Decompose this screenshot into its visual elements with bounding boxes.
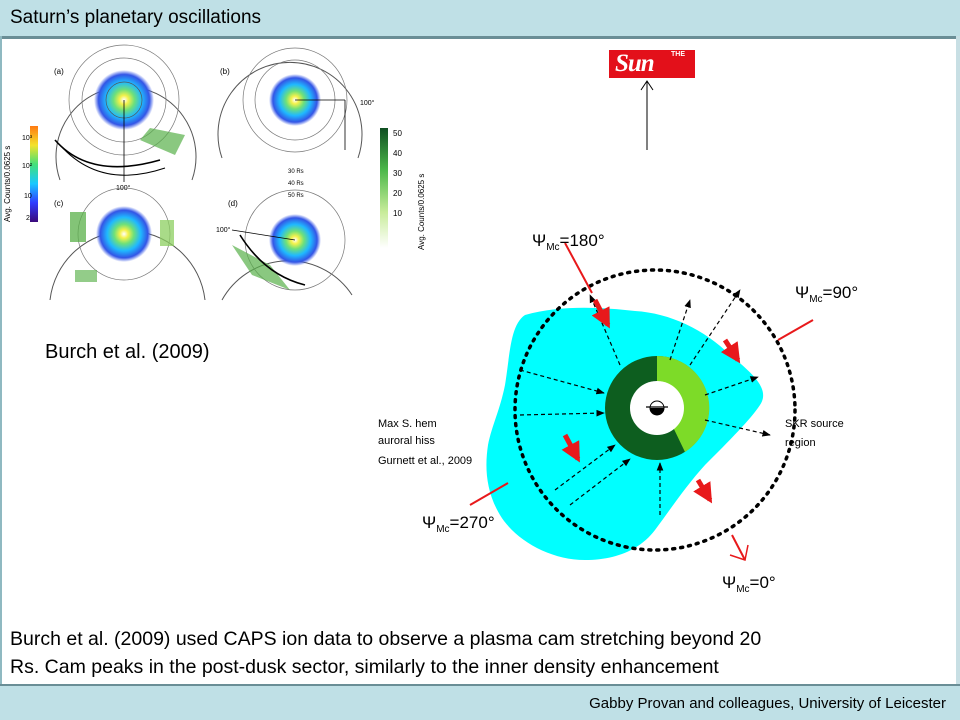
polar-panel-c: (c) xyxy=(49,187,206,301)
colorbar-left-tick: 10³ xyxy=(22,135,33,142)
colorbar-right-tick: 10 xyxy=(393,209,402,218)
radius-label: 30 Rs xyxy=(288,169,304,175)
colorbar-left-tick: 10 xyxy=(24,193,32,200)
psi-0-label: ΨMc=0° xyxy=(722,573,776,595)
svg-text:SKR source: SKR source xyxy=(785,418,844,430)
colorbar-right-tick: 40 xyxy=(393,149,402,158)
panel-label: (d) xyxy=(228,199,238,208)
colorbar-right: 50 40 30 20 10 Avg. Counts/0.0625 s xyxy=(380,128,426,250)
footer-credit: Gabby Provan and colleagues, University … xyxy=(589,695,946,712)
svg-text:Max S. hem: Max S. hem xyxy=(378,418,437,430)
radius-label: 40 Rs xyxy=(288,181,304,187)
caption-line-2: Rs. Cam peaks in the post-dusk sector, s… xyxy=(10,656,719,678)
red-flow-arrows xyxy=(561,298,741,504)
svg-text:Gurnett et al., 2009: Gurnett et al., 2009 xyxy=(378,455,472,467)
sun-logo-the: THE xyxy=(671,51,685,58)
sun-logo-wordmark: Sun xyxy=(615,50,655,77)
panel-label: (c) xyxy=(54,199,64,208)
psi-180-label: ΨMc=180° xyxy=(532,231,605,253)
title-bar: Saturn’s planetary oscillations xyxy=(0,0,960,36)
sun-newspaper-logo: Sun THE xyxy=(609,50,695,78)
dotted-orbit-circle xyxy=(513,268,797,552)
plasma-cam-schematic: ΨMc=180° ΨMc=90° ΨMc=270° ΨMc=0° Max S. … xyxy=(378,231,858,595)
max-hiss-annotation: Max S. hem auroral hiss Gurnett et al., … xyxy=(378,418,472,467)
svg-text:region: region xyxy=(785,437,816,449)
red-marker-lines xyxy=(469,242,814,561)
colorbar-left-tick: 10² xyxy=(22,163,33,170)
polar-panel-b: (b) 100° 30 Rs 40 Rs 50 Rs xyxy=(217,47,375,199)
polar-panel-a: (a) 100° xyxy=(54,44,197,192)
colorbar-left: Avg. Counts/0.0625 s 10³ 10² 10 2 xyxy=(3,126,38,222)
colorbar-right-tick: 20 xyxy=(393,189,402,198)
caption-line-1: Burch et al. (2009) used CAPS ion data t… xyxy=(10,628,762,650)
colorbar-left-tick: 2 xyxy=(26,215,30,222)
radius-label: 50 Rs xyxy=(288,193,304,199)
slide-caption: Burch et al. (2009) used CAPS ion data t… xyxy=(10,625,940,681)
colorbar-right-tick: 30 xyxy=(393,169,402,178)
footer-bar: Gabby Provan and colleagues, University … xyxy=(0,686,960,720)
skr-source-annotation: SKR source region xyxy=(785,418,844,449)
footer-divider xyxy=(0,684,960,687)
panel-label: (a) xyxy=(54,67,64,76)
colorbar-right-label: Avg. Counts/0.0625 s xyxy=(417,174,426,250)
slide-title: Saturn’s planetary oscillations xyxy=(10,7,262,28)
psi-270-label: ΨMc=270° xyxy=(422,513,495,535)
right-frame-border xyxy=(956,36,960,686)
polar-panel-d: (d) 100° xyxy=(216,189,353,301)
colorbar-left-label: Avg. Counts/0.0625 s xyxy=(3,146,12,222)
svg-text:auroral hiss: auroral hiss xyxy=(378,435,435,447)
inward-flow-arrows xyxy=(519,369,664,515)
psi-90-label: ΨMc=90° xyxy=(795,283,858,305)
angle-label: 100° xyxy=(360,99,375,107)
panel-label: (b) xyxy=(220,67,230,76)
angle-label: 100° xyxy=(216,226,231,234)
title-divider xyxy=(0,36,960,39)
logo-pointer-arrow xyxy=(640,80,654,150)
colorbar-right-tick: 50 xyxy=(393,129,402,138)
burch-polar-maps-figure: Avg. Counts/0.0625 s 10³ 10² 10 2 (a) 10… xyxy=(3,44,426,301)
figure-citation: Burch et al. (2009) xyxy=(45,341,210,363)
left-frame-border xyxy=(0,36,2,686)
